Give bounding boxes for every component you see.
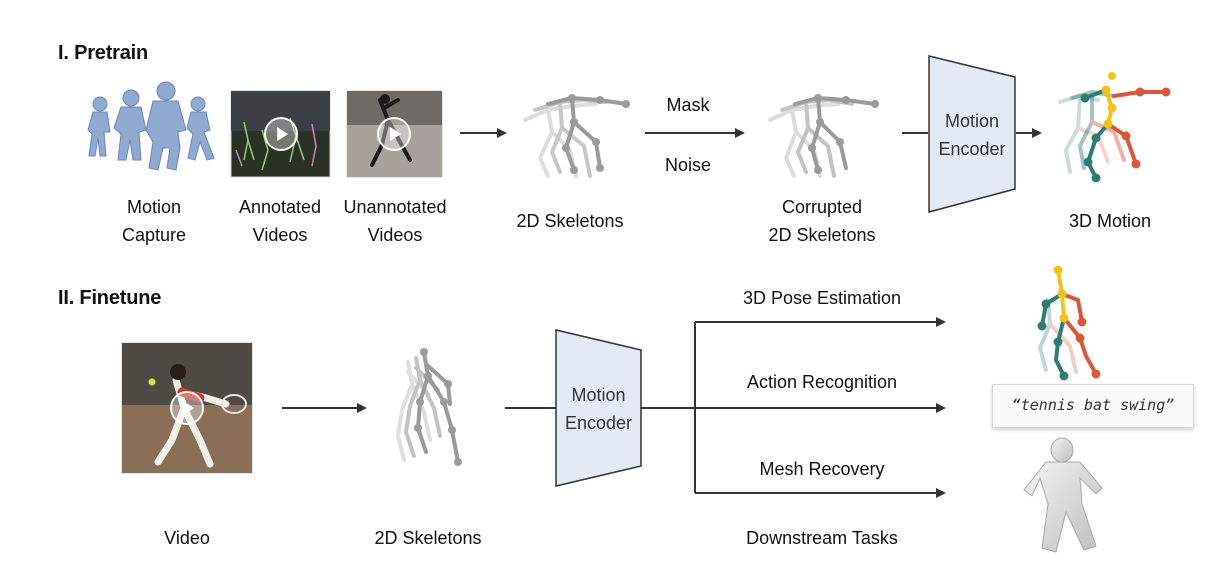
pretrain-title: I. Pretrain <box>58 42 149 64</box>
action-caption: “tennis bat swing” <box>992 384 1194 428</box>
mask-label: Mask <box>666 95 710 115</box>
finetune-title: II. Finetune <box>58 287 162 309</box>
corrupted-skeletons-label: Corrupted 2D Skeletons <box>768 197 876 245</box>
skeleton-2d-corrupted <box>768 94 879 178</box>
mocap-figure-2 <box>113 89 147 161</box>
mesh-recovery-result <box>1023 437 1103 553</box>
video-label: Video <box>164 528 210 548</box>
noise-label: Noise <box>664 155 712 175</box>
skeleton-2d-pretrain <box>523 94 630 178</box>
mocap-figure-4 <box>186 96 215 161</box>
task-pose-estimation: 3D Pose Estimation <box>742 288 902 308</box>
motion-encoder-pretrain <box>928 55 1016 213</box>
skeleton-2d-finetune <box>396 348 462 466</box>
task-mesh-recovery: Mesh Recovery <box>759 459 885 479</box>
play-icon[interactable] <box>264 117 298 151</box>
annotated-videos-label: Annotated Videos <box>238 197 322 245</box>
annotated-video-thumb <box>230 90 331 178</box>
mocap-figure-1 <box>87 96 111 157</box>
play-icon[interactable] <box>170 391 204 425</box>
play-icon[interactable] <box>377 117 411 151</box>
motion-capture-label: Motion Capture <box>121 197 187 245</box>
skeletons-2d-finetune-label: 2D Skeletons <box>374 528 482 548</box>
encoder-label-pretrain: Motion Encoder <box>938 111 1006 159</box>
encoder-label-finetune: Motion Encoder <box>564 385 633 433</box>
mocap-figure-3 <box>145 81 187 171</box>
unannotated-videos-label: Unannotated Videos <box>343 197 447 245</box>
motion-3d-pretrain <box>1058 72 1171 183</box>
motion-encoder-finetune <box>555 329 642 487</box>
downstream-tasks-label: Downstream Tasks <box>746 528 898 548</box>
task-action-recognition: Action Recognition <box>746 372 898 392</box>
motion-3d-label: 3D Motion <box>1068 211 1152 231</box>
pose-3d-result <box>1037 265 1101 381</box>
skeletons-2d-label: 2D Skeletons <box>516 211 624 231</box>
motion-capture-figures <box>87 81 215 171</box>
